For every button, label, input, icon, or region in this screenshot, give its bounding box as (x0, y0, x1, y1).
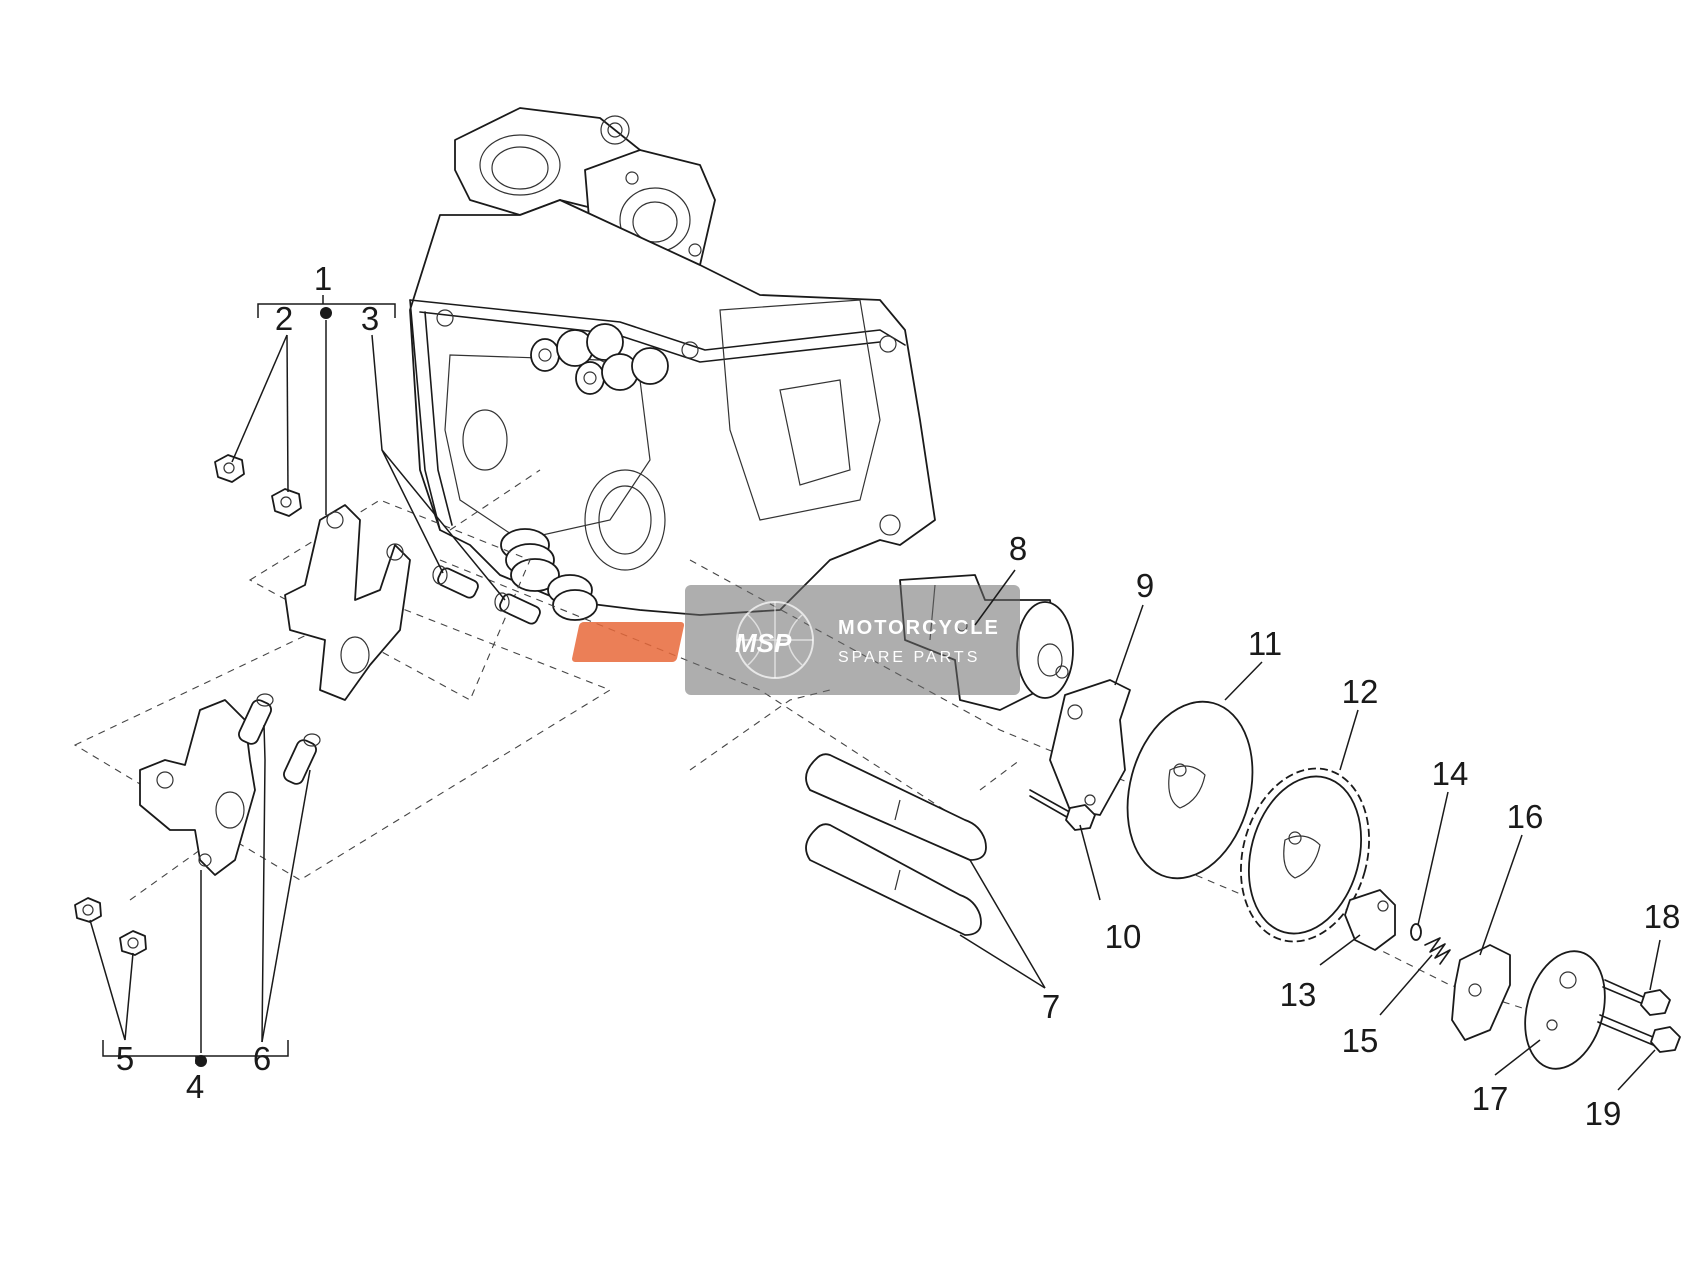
callout-2: 2 (275, 300, 293, 337)
callout-5: 5 (116, 1040, 134, 1077)
callout-18: 18 (1644, 898, 1681, 935)
callout-8: 8 (1009, 530, 1027, 567)
callout-13: 13 (1280, 976, 1317, 1013)
callout-12: 12 (1342, 673, 1379, 710)
valve-springs (500, 323, 669, 621)
decompressor-weight (1344, 889, 1396, 951)
watermark: MSP MOTORCYCLE SPARE PARTS (572, 585, 1020, 695)
callout-11: 11 (1248, 625, 1282, 662)
callout-15: 15 (1342, 1022, 1379, 1059)
spring (1424, 937, 1451, 965)
callout-3: 3 (361, 300, 379, 337)
retaining-plate (1524, 950, 1606, 1070)
watermark-line1: MOTORCYCLE (838, 617, 1000, 639)
decompressor-plate (1049, 679, 1131, 816)
cam-disc (1126, 700, 1254, 880)
bullet-4 (195, 1055, 207, 1067)
callout-17: 17 (1472, 1080, 1509, 1117)
bullet-1 (320, 307, 332, 319)
watermark-line2: SPARE PARTS (838, 649, 980, 666)
rocker-arm-lower (139, 699, 256, 876)
rocker-shafts (805, 753, 987, 936)
callout-10: 10 (1105, 918, 1142, 955)
callout-16: 16 (1507, 798, 1544, 835)
cylinder-head (409, 107, 936, 621)
adjusting-screws-upper (432, 565, 541, 625)
rocker-arm-upper (284, 504, 411, 701)
bracket-group-4 (102, 1040, 289, 1067)
leader-lines (89, 320, 1661, 1091)
callout-4: 4 (186, 1068, 204, 1105)
bracket-group-1 (257, 295, 396, 319)
nuts-lower (74, 897, 147, 956)
cam-cover (1451, 944, 1511, 1041)
callout-14: 14 (1432, 755, 1469, 792)
callout-labels: 1 2 3 4 5 6 7 8 9 10 11 12 13 14 15 16 1… (116, 260, 1681, 1132)
callout-7: 7 (1042, 988, 1060, 1025)
bolt-19 (1597, 1014, 1681, 1053)
washer (1410, 923, 1422, 941)
bolt-10 (1029, 789, 1096, 831)
timing-sprocket (1240, 767, 1370, 943)
callout-1: 1 (314, 260, 332, 297)
bolt-18 (1602, 979, 1671, 1016)
callout-6: 6 (253, 1040, 271, 1077)
callout-19: 19 (1585, 1095, 1622, 1132)
nuts-upper (214, 454, 302, 517)
watermark-logo: MSP (735, 628, 792, 658)
callout-9: 9 (1136, 567, 1154, 604)
